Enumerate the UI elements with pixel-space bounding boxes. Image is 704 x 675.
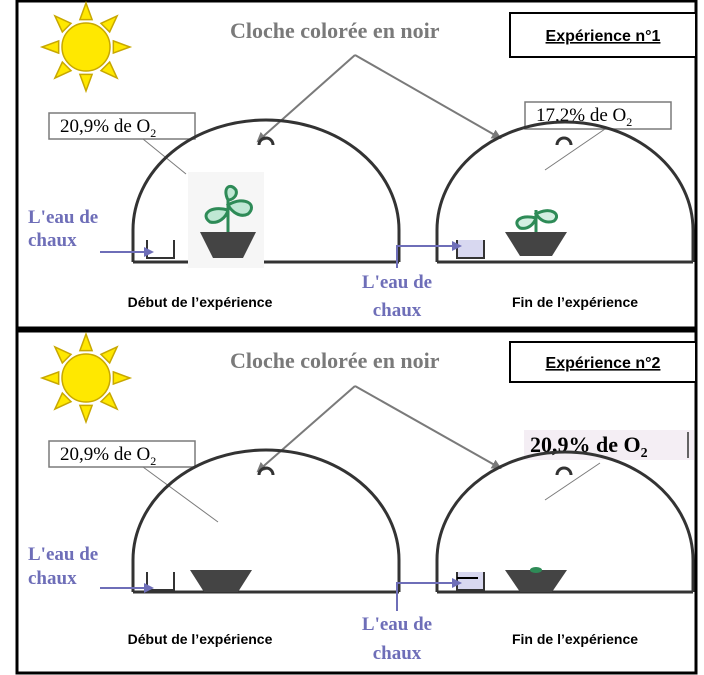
limewater-label-start-line1: L'eau de [28, 207, 98, 228]
sun-ray [78, 331, 94, 352]
sun-ray [53, 391, 73, 411]
experiment-title-box [509, 341, 697, 383]
o2-label-start: 20,9% de O2 [48, 440, 219, 523]
limewater-label-end-line2: chaux [373, 300, 422, 321]
sun-ray [99, 14, 119, 34]
plant-pot-start [200, 184, 256, 258]
arrow-to-left-bell [256, 385, 356, 473]
experiment-panel-1: Cloche colorée en noir Expérience n°1 20… [15, 0, 698, 330]
plant-icon [515, 209, 559, 232]
sun-ray [78, 73, 94, 94]
sun-ray [53, 14, 73, 34]
sun-icon [39, 0, 133, 94]
bell-color-label: Cloche colorée en noir [230, 18, 440, 43]
caption-end: Fin de l’expérience [512, 294, 638, 310]
limewater-beaker-start [146, 572, 175, 591]
arrow-to-left-bell [256, 54, 356, 143]
svg-text:20,9% de O2: 20,9% de O2 [530, 432, 648, 461]
limewater-beaker-end [456, 240, 485, 259]
pot-start [190, 570, 252, 592]
svg-text:17,2% de O2: 17,2% de O2 [536, 105, 632, 129]
sun-ray [99, 391, 119, 411]
bell-color-label: Cloche colorée en noir [230, 348, 440, 373]
limewater-label-start-line2: chaux [28, 568, 77, 589]
plant-pot-end [505, 209, 567, 256]
sun-ray [39, 39, 60, 55]
limewater-label-start-line1: L'eau de [28, 544, 98, 565]
limewater-arrow-end [396, 241, 462, 268]
limewater-label-end-line2: chaux [373, 643, 422, 664]
svg-text:20,9% de O2: 20,9% de O2 [60, 444, 156, 468]
arrow-to-right-bell [354, 54, 502, 139]
caption-start: Début de l’expérience [128, 631, 273, 647]
limewater-label-end-line1: L'eau de [362, 272, 432, 293]
caption-end: Fin de l’expérience [512, 631, 638, 647]
caption-start: Début de l’expérience [128, 294, 273, 310]
limewater-arrow-end [396, 578, 462, 611]
svg-text:20,9% de O2: 20,9% de O2 [60, 116, 156, 140]
bell-jar-start [131, 448, 401, 594]
experiment-title-box [509, 12, 697, 58]
bell-jar-end [435, 120, 695, 264]
bell-jar-end [435, 450, 695, 594]
experiment-panel-2: Cloche colorée en noir Expérience n°2 20… [15, 329, 698, 675]
experiment-title: Expérience n°2 [546, 355, 661, 372]
pot-end [505, 567, 567, 592]
sun-ray [112, 370, 133, 386]
limewater-label-end-line1: L'eau de [362, 614, 432, 635]
sun-ray [39, 370, 60, 386]
sun-ray [53, 345, 73, 365]
arrow-to-right-bell [354, 385, 502, 469]
experiment-title: Expérience n°1 [546, 28, 661, 45]
sun-ray [99, 60, 119, 80]
sun-ray [53, 60, 73, 80]
o2-label-start: 20,9% de O2 [48, 112, 196, 175]
sun-ray [78, 404, 94, 425]
limewater-beaker-end [456, 572, 485, 591]
sun-ray [78, 0, 94, 21]
limewater-label-start-line2: chaux [28, 230, 77, 251]
sun-icon [39, 331, 133, 425]
panel-border [15, 329, 698, 675]
sun-ray [112, 39, 133, 55]
sun-ray [99, 345, 119, 365]
plant-icon [204, 184, 253, 232]
